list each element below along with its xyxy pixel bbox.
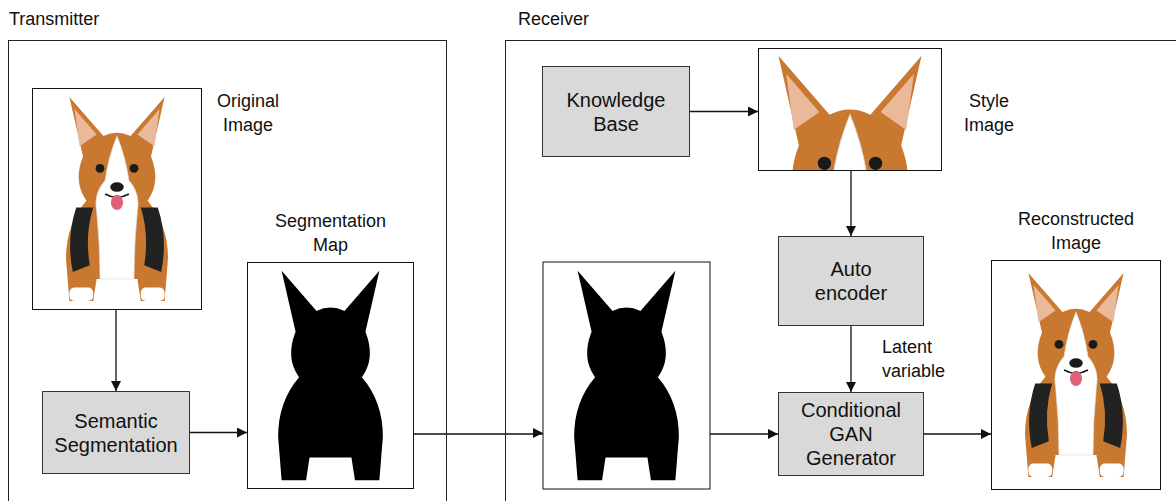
- illustration-part: [1025, 273, 1127, 477]
- illustration-part: [66, 97, 168, 301]
- box-label: Knowledge Base: [567, 88, 666, 136]
- image-label: Segmentation Map: [275, 209, 386, 257]
- flow-arrow: [850, 171, 851, 236]
- image-label: Original Image: [217, 89, 279, 137]
- box-label: Conditional GAN Generator: [801, 398, 901, 470]
- illustration-part: [543, 262, 710, 489]
- flow-arrow: [690, 111, 758, 112]
- illustration-part: [991, 260, 1161, 490]
- process-box: Conditional GAN Generator: [778, 392, 924, 476]
- box-label: Auto encoder: [815, 257, 887, 305]
- image-label: Style Image: [964, 89, 1014, 137]
- box-label: Semantic Segmentation: [54, 409, 177, 457]
- panel-heading: Receiver: [518, 8, 589, 30]
- illustration-part: [278, 271, 383, 481]
- process-box: Semantic Segmentation: [42, 391, 190, 474]
- flow-arrow: [850, 326, 851, 392]
- illustration-part: [533, 428, 543, 438]
- illustration-part: [574, 271, 679, 481]
- image-label: Reconstructed Image: [1018, 207, 1134, 255]
- section-panel: TransmitterOriginal ImageSemantic Segmen…: [8, 40, 447, 501]
- illustration-part: [1025, 273, 1127, 477]
- flow-arrow: [924, 433, 991, 434]
- illustration-part: [773, 56, 926, 364]
- flow-arrow: [115, 310, 116, 391]
- image-frame: Reconstructed Image: [991, 260, 1161, 490]
- illustration-part: [247, 262, 414, 489]
- flow-arrow: [190, 432, 247, 433]
- illustration-part: [66, 97, 168, 301]
- process-box: Knowledge Base: [542, 66, 690, 157]
- section-panel: ReceiverKnowledge BaseStyle ImageAuto en…: [505, 40, 1176, 501]
- image-frame: Original Image: [32, 88, 202, 310]
- illustration-part: [574, 271, 679, 481]
- edge-label: Latent variable: [882, 335, 945, 383]
- image-frame: Style Image: [758, 48, 942, 171]
- panel-heading: Transmitter: [9, 8, 99, 30]
- illustration-part: [278, 271, 383, 481]
- process-box: Auto encoder: [778, 236, 924, 326]
- illustration-part: [32, 88, 202, 310]
- image-frame: Segmentation Map: [247, 262, 414, 489]
- illustration-part: [773, 56, 926, 364]
